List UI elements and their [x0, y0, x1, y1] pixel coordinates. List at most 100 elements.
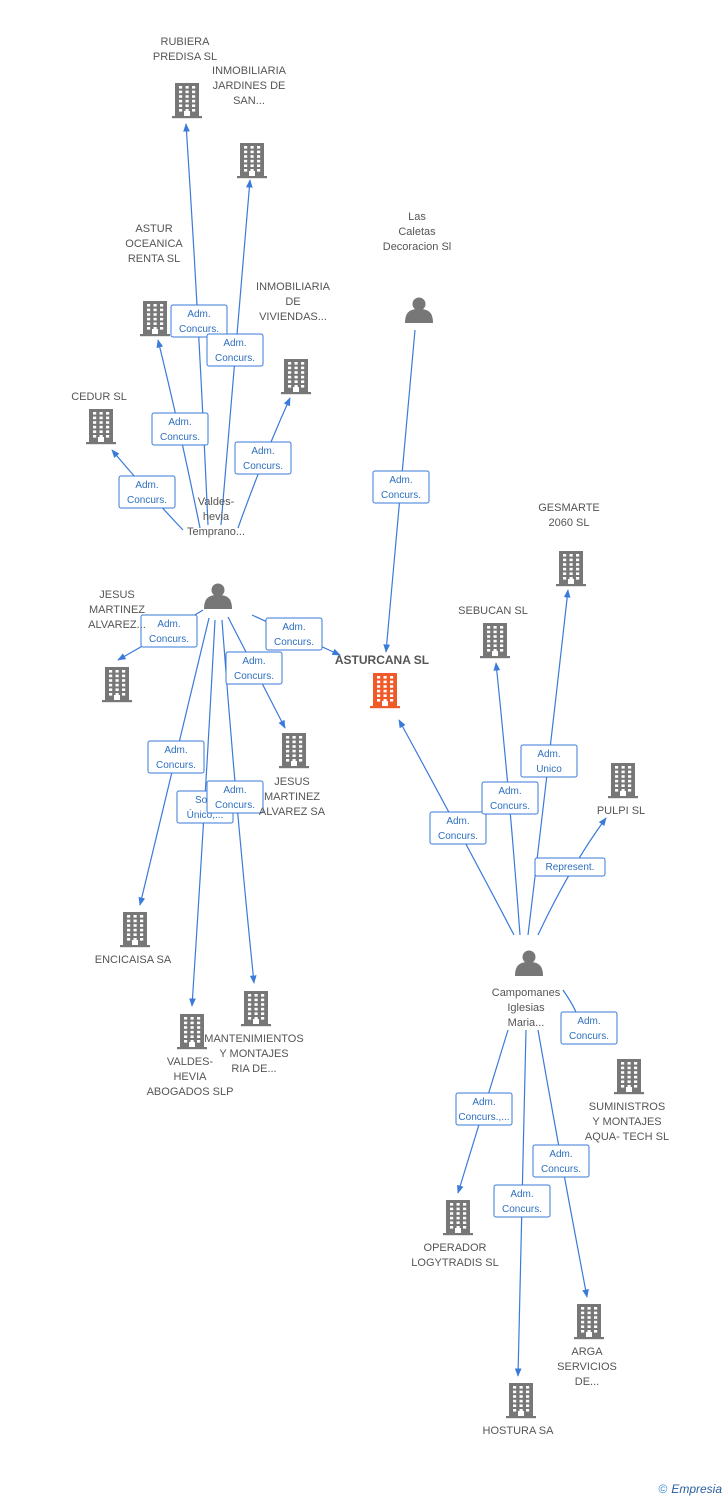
node-campomanes[interactable]: CampomanesIglesiasMaria... [492, 950, 561, 1030]
node-label: ENCICAISA SA [95, 954, 172, 966]
relation-label-box [147, 740, 205, 774]
person-icon [515, 950, 543, 976]
relation-label-text: Adm. [282, 622, 305, 633]
building-icon [574, 1304, 604, 1340]
node-label: OPERADOR [424, 1242, 487, 1254]
node-label: OCEANICA [125, 238, 183, 250]
node-label: Temprano... [187, 526, 245, 538]
relation-label-text: Adm. [537, 749, 560, 760]
relation-label-text: Adm. [164, 745, 187, 756]
node-label: AQUA- TECH SL [585, 1131, 669, 1143]
person-icon [204, 583, 232, 609]
footer-brand[interactable]: ©Empresia [658, 1482, 722, 1496]
relation-label-text: Concurs. [156, 760, 196, 771]
building-icon [480, 623, 510, 659]
relation-label-campomanes-to-arga[interactable]: Adm.Concurs. [532, 1144, 590, 1178]
node-cedur[interactable]: CEDUR SL [71, 391, 127, 445]
building-icon [281, 359, 311, 395]
node-label: VIVIENDAS... [259, 311, 327, 323]
relation-label-campomanes-to-hostura[interactable]: Adm.Concurs. [493, 1184, 551, 1218]
relation-label-text: Concurs. [215, 353, 255, 364]
relation-label-valdes-to-cedur[interactable]: Adm.Concurs. [118, 475, 176, 509]
node-label: MARTINEZ [264, 791, 320, 803]
relation-label-text: Adm. [472, 1097, 495, 1108]
relation-label-text: Concurs.,... [458, 1112, 509, 1123]
node-label: JESUS [99, 589, 134, 601]
relation-label-text: Concurs. [381, 490, 421, 501]
relation-label-text: Adm. [577, 1016, 600, 1027]
relation-label-text: Represent. [546, 862, 595, 873]
node-label: MARTINEZ [89, 604, 145, 616]
relation-label-valdes-to-jesus1[interactable]: Adm.Concurs. [140, 614, 198, 648]
relation-label-valdes-to-mantenimientos[interactable]: Adm.Concurs. [206, 780, 264, 814]
relation-label-text: Adm. [187, 309, 210, 320]
node-sebucan[interactable]: SEBUCAN SL [458, 605, 528, 659]
relation-label-campomanes-to-gesmarte[interactable]: Adm.Unico [520, 744, 578, 778]
building-icon [102, 667, 132, 703]
node-arga[interactable]: ARGASERVICIOSDE... [557, 1304, 617, 1388]
node-label: ALVAREZ... [88, 619, 146, 631]
building-icon [172, 83, 202, 119]
relation-label-campomanes-to-operador[interactable]: Adm. Concurs.,... [455, 1092, 513, 1126]
node-asturcana[interactable]: ASTURCANA SL [335, 653, 429, 709]
relation-label-valdes-to-encicaisa[interactable]: Adm. Concurs. [147, 740, 205, 774]
relation-label-valdes-to-astur[interactable]: Adm.Concurs. [151, 412, 209, 446]
relation-label-text: Concurs. [234, 671, 274, 682]
building-icon [120, 912, 150, 948]
relation-label-box [372, 470, 430, 504]
node-pulpi[interactable]: PULPI SL [597, 763, 645, 817]
relation-label-box [429, 811, 487, 845]
relation-label-text: Concurs. [243, 461, 283, 472]
relation-label-text: Soc. [195, 795, 215, 806]
node-inmoviv[interactable]: INMOBILIARIADEVIVIENDAS... [256, 281, 331, 395]
node-jesus1[interactable]: JESUS MARTINEZ ALVAREZ... [88, 589, 146, 703]
relation-label-valdes-to-jardines[interactable]: Adm. Concurs. [206, 333, 264, 367]
relation-label-text: Concurs. [502, 1204, 542, 1215]
relation-label-campomanes-to-suministros[interactable]: Adm.Concurs. [560, 1011, 618, 1045]
relation-label-valdes-to-jesus2[interactable]: Adm.Concurs. [225, 651, 283, 685]
node-label: JARDINES DE [213, 80, 286, 92]
relation-label-box [140, 614, 198, 648]
relation-label-box [455, 1092, 513, 1126]
node-label: RIA DE... [231, 1063, 276, 1075]
relation-label-text: Concurs. [274, 637, 314, 648]
node-label: SAN... [233, 95, 265, 107]
relation-label-text: Concurs. [541, 1164, 581, 1175]
relation-label-valdes-to-inmoviv[interactable]: Adm.Concurs. [234, 441, 292, 475]
brand-name: Empresia [671, 1482, 722, 1496]
relation-label-campomanes-to-pulpi[interactable]: Represent. [534, 857, 606, 877]
node-label: ALVAREZ SA [259, 806, 326, 818]
person-icon [405, 297, 433, 323]
relation-label-box [532, 1144, 590, 1178]
node-label: SERVICIOS [557, 1361, 617, 1373]
relation-label-box [206, 333, 264, 367]
relation-label-campomanes-to-asturcana[interactable]: Adm.Concurs. [429, 811, 487, 845]
relation-label-campomanes-to-sebucan[interactable]: Adm.Concurs. [481, 781, 539, 815]
relation-label-caletas-to-asturcana[interactable]: Adm.Concurs. [372, 470, 430, 504]
building-icon [370, 673, 400, 709]
node-label: ARGA [571, 1346, 603, 1358]
node-label: GESMARTE [538, 502, 600, 514]
relation-label-valdes-to-rubiera[interactable]: Adm. Concurs. [170, 304, 228, 338]
node-hostura[interactable]: HOSTURA SA [483, 1383, 555, 1437]
relation-label-text: Concurs. [179, 324, 219, 335]
relation-label-text: Adm. [223, 338, 246, 349]
relation-label-valdes-to-asturcana[interactable]: Adm. Concurs. [265, 617, 323, 651]
relation-label-text: Adm. [168, 417, 191, 428]
relation-label-box [560, 1011, 618, 1045]
node-valdes[interactable]: Valdes-heviaTemprano... [187, 496, 245, 609]
relation-label-box [225, 651, 283, 685]
building-icon [241, 991, 271, 1027]
node-encicaisa[interactable]: ENCICAISA SA [95, 912, 172, 966]
